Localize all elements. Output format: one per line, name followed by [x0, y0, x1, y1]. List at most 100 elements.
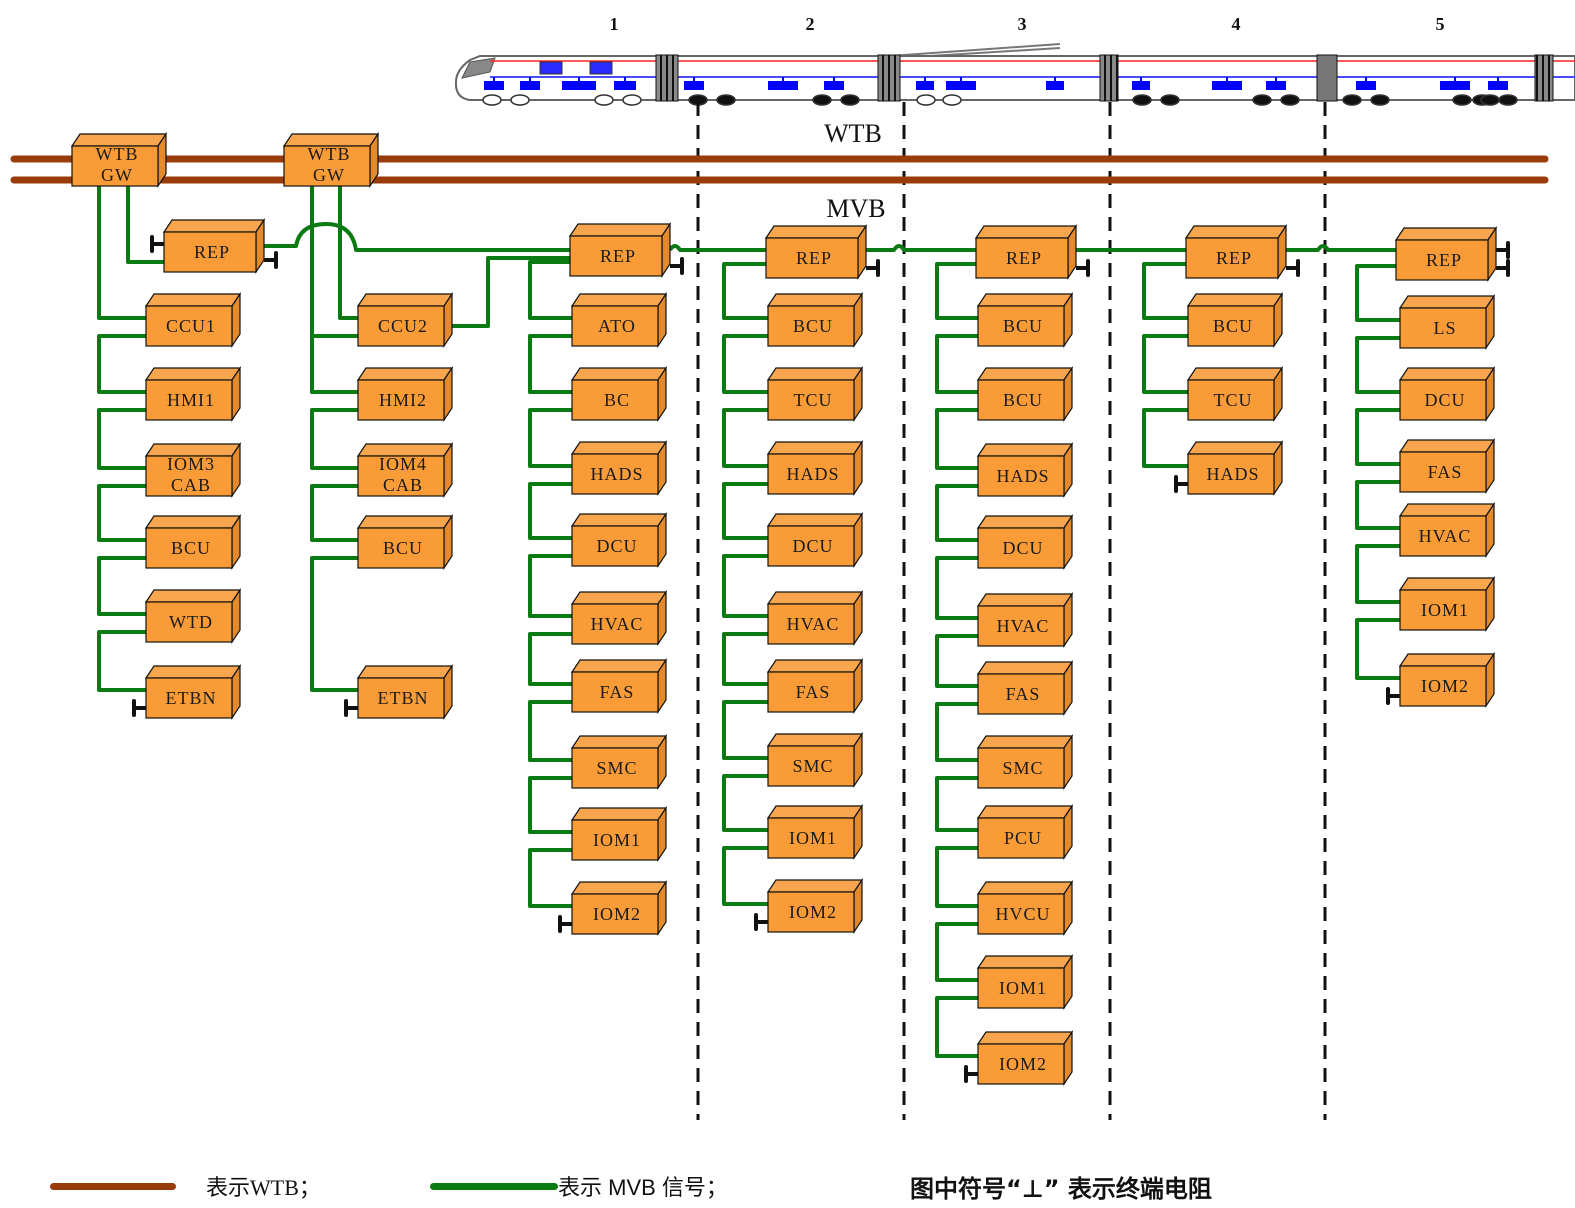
equipment-box — [1356, 81, 1376, 90]
device-iom2[interactable]: IOM2 — [1398, 652, 1496, 708]
device-bcu[interactable]: BCU — [976, 292, 1074, 348]
mvb-link — [1355, 544, 1400, 604]
device-bcu[interactable]: BCU — [1186, 292, 1284, 348]
device-hmi2[interactable]: HMI2 — [356, 366, 454, 422]
device-fas[interactable]: FAS — [976, 660, 1074, 716]
mvb-link — [722, 700, 768, 760]
device-label: CCU1 — [166, 316, 216, 336]
mvb-link — [722, 554, 768, 618]
repeater-col-car1[interactable]: REP — [568, 222, 672, 278]
equipment-box — [614, 81, 636, 90]
device-hvac[interactable]: HVAC — [1398, 502, 1496, 558]
device-smc[interactable]: SMC — [766, 732, 864, 788]
device-hads[interactable]: HADS — [976, 442, 1074, 498]
terminator-icon — [964, 1065, 978, 1083]
device-wtd[interactable]: WTD — [144, 588, 242, 644]
device-hvac[interactable]: HVAC — [570, 590, 668, 646]
device-etbn[interactable]: ETBN — [356, 664, 454, 720]
device-label: REP — [1426, 250, 1462, 270]
equipment-box — [946, 81, 976, 90]
device-hvcu[interactable]: HVCU — [976, 880, 1074, 936]
device-label: REP — [1006, 248, 1042, 268]
mvb-link — [528, 776, 572, 834]
device-bc[interactable]: BC — [570, 366, 668, 422]
device-hads[interactable]: HADS — [570, 440, 668, 496]
mvb-link — [1355, 408, 1400, 466]
mvb-link — [935, 846, 978, 908]
device-label: FAS — [1006, 684, 1041, 704]
device-tcu[interactable]: TCU — [766, 366, 864, 422]
device-ccu2[interactable]: CCU2 — [356, 292, 454, 348]
device-pcu[interactable]: PCU — [976, 804, 1074, 860]
device-dcu[interactable]: DCU — [976, 514, 1074, 570]
device-smc[interactable]: SMC — [570, 734, 668, 790]
terminator-icon — [754, 913, 768, 931]
device-front-face — [145, 527, 233, 569]
mvb-link — [97, 408, 146, 470]
device-iom2[interactable]: IOM2 — [766, 878, 864, 934]
device-dcu[interactable]: DCU — [1398, 366, 1496, 422]
device-bcu[interactable]: BCU — [976, 366, 1074, 422]
device-smc[interactable]: SMC — [976, 734, 1074, 790]
device-front-face — [283, 145, 371, 187]
device-fas[interactable]: FAS — [1398, 438, 1496, 494]
device-iom1[interactable]: IOM1 — [570, 806, 668, 862]
device-hmi1[interactable]: HMI1 — [144, 366, 242, 422]
device-top-face — [766, 659, 864, 673]
device-iom1[interactable]: IOM1 — [976, 954, 1074, 1010]
device-label: GW — [313, 165, 345, 185]
device-iom2[interactable]: IOM2 — [976, 1030, 1074, 1086]
device-front-face — [767, 453, 855, 495]
device-top-face — [570, 659, 668, 673]
device-top-face — [570, 807, 668, 821]
device-fas[interactable]: FAS — [766, 658, 864, 714]
device-tcu[interactable]: TCU — [1186, 366, 1284, 422]
equipment-box — [824, 81, 844, 90]
wheel — [1280, 94, 1300, 106]
repeater-col-cab1[interactable]: REP — [162, 218, 266, 274]
repeater-col-car4[interactable]: REP — [1184, 224, 1288, 280]
device-ato[interactable]: ATO — [570, 292, 668, 348]
wheel — [1498, 94, 1518, 106]
repeater-col-car5[interactable]: REP — [1394, 226, 1498, 282]
gangway — [1534, 54, 1554, 102]
device-ccu1[interactable]: CCU1 — [144, 292, 242, 348]
device-etbn[interactable]: ETBN — [144, 664, 242, 720]
device-bcu[interactable]: BCU — [766, 292, 864, 348]
device-fas[interactable]: FAS — [570, 658, 668, 714]
device-dcu[interactable]: DCU — [570, 512, 668, 568]
device-front-face — [1399, 307, 1487, 349]
device-label: ETBN — [378, 688, 429, 708]
mvb-link — [528, 700, 572, 762]
equipment-box — [562, 81, 596, 90]
device-bcu[interactable]: BCU — [144, 514, 242, 570]
repeater-col-car3[interactable]: REP — [974, 224, 1078, 280]
mvb-link-repeater — [935, 262, 978, 320]
device-front-face — [357, 379, 445, 421]
device-label: DCU — [1424, 390, 1465, 410]
device-iom1[interactable]: IOM1 — [766, 804, 864, 860]
device-label: DCU — [1002, 538, 1043, 558]
device-ls[interactable]: LS — [1398, 294, 1496, 350]
device-iom2[interactable]: IOM2 — [570, 880, 668, 936]
device-front-face — [145, 677, 233, 719]
device-hads[interactable]: HADS — [1186, 440, 1284, 496]
device-label: SMC — [792, 756, 833, 776]
device-hvac[interactable]: HVAC — [976, 592, 1074, 648]
device-bcu[interactable]: BCU — [356, 514, 454, 570]
terminator-icon — [1386, 687, 1400, 705]
device-label: HADS — [786, 464, 839, 484]
wheel — [916, 94, 936, 106]
device-hvac[interactable]: HVAC — [766, 590, 864, 646]
device-top-face — [766, 367, 864, 381]
device-iom1[interactable]: IOM1 — [1398, 576, 1496, 632]
device-front-face — [145, 305, 233, 347]
device-hads[interactable]: HADS — [766, 440, 864, 496]
repeater-col-car2[interactable]: REP — [764, 224, 868, 280]
device-dcu[interactable]: DCU — [766, 512, 864, 568]
device-top-face — [976, 443, 1074, 457]
